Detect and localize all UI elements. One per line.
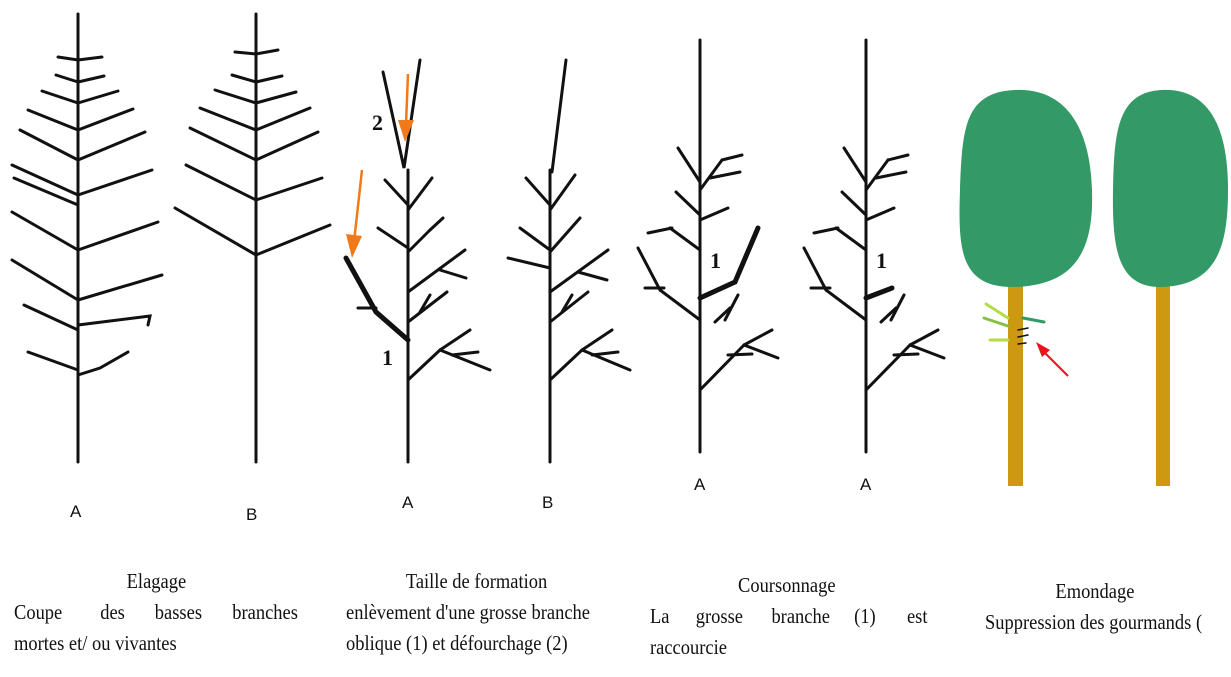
- label-coursonnage-a2: A: [860, 475, 872, 494]
- label-elagage-b: B: [246, 505, 257, 524]
- number-1-label: 1: [876, 248, 887, 273]
- caption-line: enlèvement d'une grosse branche: [346, 600, 590, 624]
- caption-line: La grosse branche (1) est: [650, 601, 932, 632]
- tree-taille-b: [506, 58, 632, 464]
- label-coursonnage-a1: A: [694, 475, 706, 494]
- caption-title: Taille de formation: [405, 569, 548, 593]
- removed-branch-1: [343, 255, 411, 343]
- tree-elagage-a: [10, 12, 164, 464]
- orange-arrow-icon: [346, 169, 364, 258]
- caption-word: Coupe: [14, 600, 63, 624]
- caption-word: La: [650, 604, 670, 628]
- tree-coursonnage-a2: [802, 38, 946, 454]
- tree-emondage-before: [959, 89, 1093, 486]
- tree-taille-a: [356, 58, 492, 464]
- caption-title: Elagage: [126, 569, 187, 593]
- caption-line: Suppression des gourmands (: [985, 610, 1203, 634]
- orange-arrow-icon: [398, 73, 414, 142]
- caption-taille: Taille de formation enlèvement d'une gro…: [346, 566, 590, 659]
- caption-coursonnage: Coursonnage La grosse branche (1) est ra…: [650, 570, 932, 663]
- caption-elagage: Elagage Coupe des basses branches mortes…: [14, 566, 298, 659]
- caption-word: est: [906, 604, 928, 628]
- number-1-label: 1: [382, 345, 393, 370]
- caption-word: branches: [232, 600, 298, 624]
- caption-word: (1): [854, 604, 876, 628]
- caption-word: des: [100, 600, 125, 624]
- caption-line: oblique (1) et défourchage (2): [346, 631, 568, 655]
- caption-word: branche: [771, 604, 830, 628]
- caption-line: raccourcie: [650, 635, 727, 659]
- caption-title: Emondage: [1055, 579, 1135, 603]
- label-elagage-a: A: [70, 502, 82, 521]
- caption-line: Coupe des basses branches: [14, 597, 298, 628]
- caption-line: mortes et/ ou vivantes: [14, 631, 177, 655]
- number-2-label: 2: [372, 110, 383, 135]
- label-taille-a: A: [402, 493, 414, 512]
- tree-coursonnage-a1: [636, 38, 780, 454]
- red-arrow-icon: [1036, 342, 1069, 377]
- number-1-label: 1: [710, 248, 721, 273]
- caption-word: basses: [154, 600, 203, 624]
- shortened-branch-1: [697, 225, 761, 301]
- stub-branch-1: [863, 285, 895, 301]
- caption-word: grosse: [695, 604, 743, 628]
- caption-title: Coursonnage: [738, 573, 836, 597]
- tree-elagage-b: [173, 12, 332, 464]
- caption-emondage: Emondage Suppression des gourmands (: [985, 576, 1202, 638]
- tree-emondage-after: [1112, 89, 1228, 486]
- label-taille-b: B: [542, 493, 553, 512]
